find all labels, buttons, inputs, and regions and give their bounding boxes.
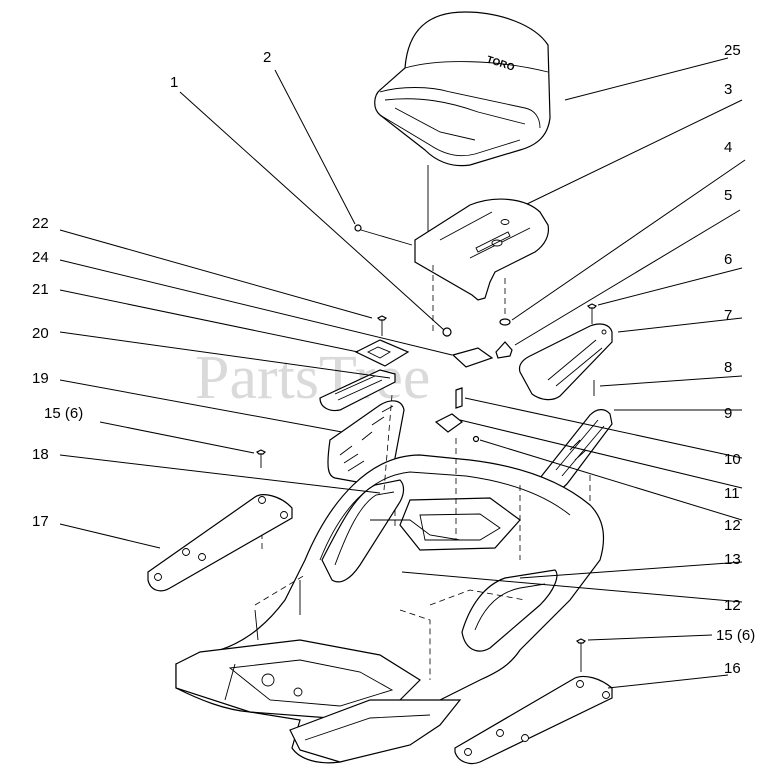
callout-12-lower: 12: [724, 597, 741, 614]
callout-5: 5: [724, 187, 732, 204]
seat-part-25: TORO: [374, 11, 551, 167]
callout-19: 19: [32, 370, 49, 387]
callout-labels: 1 2 25 3 4 5 6 7 8 9 10 11 12 13 12 15 (…: [32, 42, 755, 677]
callout-15-left: 15 (6): [44, 405, 83, 422]
shift-plate-part-20: [319, 369, 396, 412]
callout-6: 6: [724, 251, 732, 268]
washer-part-4: [499, 318, 511, 326]
screw-part-15-left: [255, 449, 267, 455]
callout-25: 25: [724, 42, 741, 59]
callout-13: 13: [724, 551, 741, 568]
nut-part-12-upper: [472, 435, 480, 443]
callout-21: 21: [32, 281, 49, 298]
seat-pan-part-3: [414, 198, 550, 301]
nut-part-1: [442, 327, 452, 337]
callout-24: 24: [32, 249, 49, 266]
plate-part-24: [451, 347, 494, 368]
callout-8: 8: [724, 359, 732, 376]
nut-part-2: [354, 224, 362, 232]
callout-20: 20: [32, 325, 49, 342]
bracket-part-11: [434, 413, 463, 433]
screw-part-22: [376, 315, 388, 321]
screw-part-15-right: [575, 638, 587, 644]
shift-plate-part-21: [354, 339, 410, 367]
leader-lines: [59, 57, 746, 689]
footrest-part-17: [147, 494, 293, 592]
callout-7: 7: [724, 307, 732, 324]
callout-18: 18: [32, 446, 49, 463]
callout-3: 3: [724, 81, 732, 98]
callout-2: 2: [263, 49, 271, 66]
fender-body: [175, 454, 605, 764]
screw-part-6: [586, 303, 598, 309]
footrest-part-16: [454, 675, 613, 765]
callout-15-right: 15 (6): [716, 627, 755, 644]
callout-12-upper: 12: [724, 517, 741, 534]
callout-10: 10: [724, 451, 741, 468]
callout-11: 11: [724, 485, 740, 502]
shift-plate-part-7: [518, 323, 613, 401]
callout-22: 22: [32, 215, 49, 232]
callout-17: 17: [32, 513, 49, 530]
clip-part-5: [495, 341, 513, 359]
callout-16: 16: [724, 660, 741, 677]
callout-9: 9: [724, 405, 732, 422]
callout-1: 1: [170, 74, 178, 91]
callout-4: 4: [724, 139, 732, 156]
bracket-part-10: [455, 387, 463, 409]
